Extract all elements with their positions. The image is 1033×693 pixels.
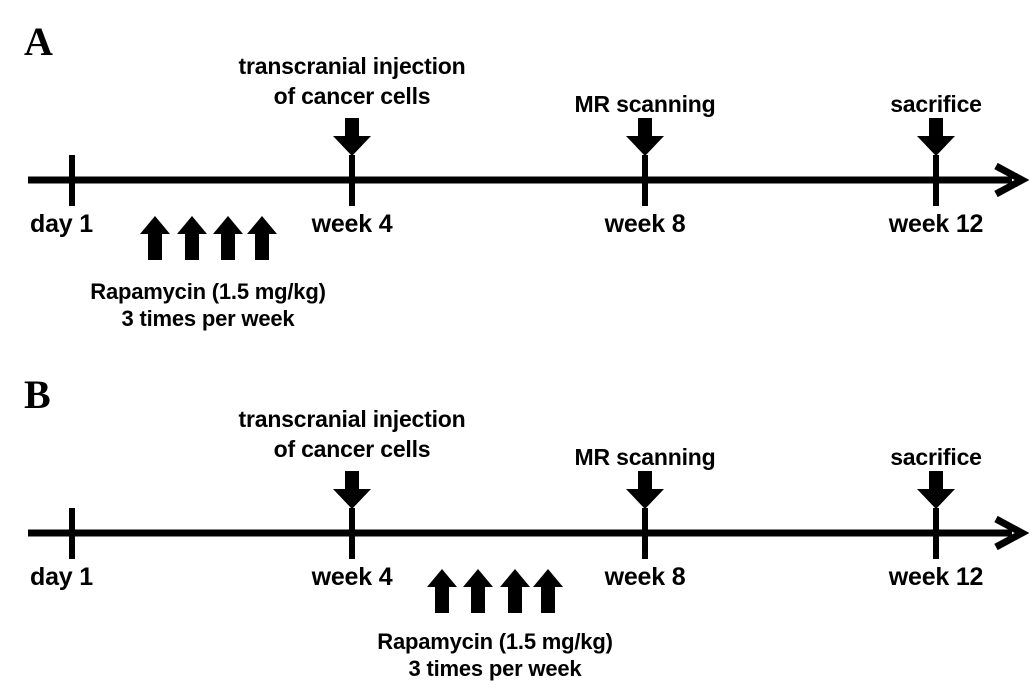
up-arrow-rapamycin-1-icon bbox=[427, 569, 457, 613]
axis-arrowhead-right-icon bbox=[994, 515, 1030, 551]
up-arrow-rapamycin-3-icon bbox=[213, 216, 243, 260]
up-arrow-rapamycin-4-icon bbox=[247, 216, 277, 260]
event-label-sacrifice: sacrifice bbox=[890, 444, 982, 470]
event-label-transcranial-injection-line1: transcranial injection bbox=[238, 53, 466, 79]
timeline-axis-b bbox=[28, 471, 1030, 613]
tick-label-week-4: week 4 bbox=[311, 210, 393, 238]
tick-label-week-12: week 12 bbox=[888, 563, 984, 591]
event-label-mr-scanning: MR scanning bbox=[574, 91, 716, 117]
up-arrow-rapamycin-1-icon bbox=[140, 216, 170, 260]
axis-arrowhead-right-icon bbox=[994, 162, 1030, 198]
timeline-axis-a bbox=[28, 118, 1030, 260]
down-arrow-transcranial-injection-icon bbox=[333, 471, 371, 509]
event-label-mr-scanning: MR scanning bbox=[574, 444, 716, 470]
tick-label-week-8: week 8 bbox=[604, 563, 686, 591]
down-arrow-mr-scanning-icon bbox=[626, 471, 664, 509]
up-arrow-rapamycin-3-icon bbox=[500, 569, 530, 613]
treatment-label-rapamycin-line2: 3 times per week bbox=[121, 306, 295, 331]
treatment-label-rapamycin-line1: Rapamycin (1.5 mg/kg) bbox=[90, 279, 326, 304]
down-arrow-mr-scanning-icon bbox=[626, 118, 664, 156]
down-arrow-transcranial-injection-icon bbox=[333, 118, 371, 156]
panel-label-b: B bbox=[24, 372, 51, 417]
tick-label-week-8: week 8 bbox=[604, 210, 686, 238]
tick-label-week-4: week 4 bbox=[311, 563, 393, 591]
treatment-label-rapamycin-line1: Rapamycin (1.5 mg/kg) bbox=[377, 629, 613, 654]
down-arrow-sacrifice-icon bbox=[917, 471, 955, 509]
tick-label-day-1: day 1 bbox=[30, 210, 93, 238]
tick-label-week-12: week 12 bbox=[888, 210, 984, 238]
up-arrow-rapamycin-2-icon bbox=[463, 569, 493, 613]
down-arrow-sacrifice-icon bbox=[917, 118, 955, 156]
event-label-transcranial-injection-line2: of cancer cells bbox=[273, 83, 431, 109]
tick-label-day-1: day 1 bbox=[30, 563, 93, 591]
event-label-transcranial-injection-line2: of cancer cells bbox=[273, 436, 431, 462]
panel-label-a: A bbox=[24, 19, 53, 64]
event-label-sacrifice: sacrifice bbox=[890, 91, 982, 117]
up-arrow-rapamycin-2-icon bbox=[177, 216, 207, 260]
panel-b: B transcranial injection of cancer cells… bbox=[0, 353, 1033, 693]
up-arrow-rapamycin-4-icon bbox=[533, 569, 563, 613]
treatment-label-rapamycin-line2: 3 times per week bbox=[408, 656, 582, 681]
event-label-transcranial-injection-line1: transcranial injection bbox=[238, 406, 466, 432]
